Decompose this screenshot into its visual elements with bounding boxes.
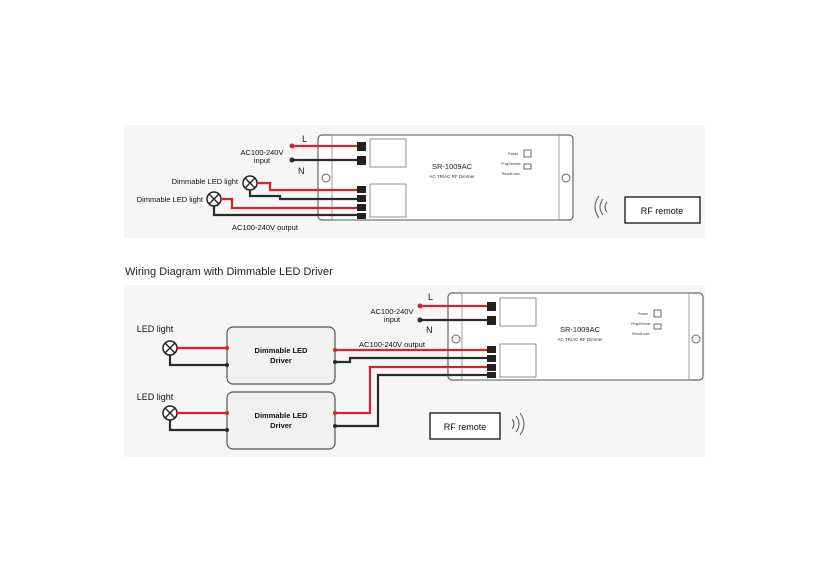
wire-2-N-end <box>417 317 423 323</box>
dimmer-1-terminal-out1 <box>357 186 366 193</box>
dimmer-1-terminal-N <box>357 156 366 165</box>
rf-remote-2-box <box>429 412 501 440</box>
label-1-ac-input-2: input <box>254 156 271 165</box>
rf-signal-1-icon <box>594 195 608 219</box>
dimmer-1-terminal-out2 <box>357 195 366 202</box>
dimmer-2-input-block <box>499 297 537 327</box>
led-driver-1-line2: Driver <box>270 356 292 365</box>
dimmer-2-subtitle: AC TRIAC RF Dimmer <box>557 337 603 342</box>
dimmer-2-terminal-out3 <box>487 364 496 371</box>
label-2-lamp1: LED light <box>137 324 174 334</box>
dimmer-2-btn1-label: Prog/Dimmer <box>631 322 651 326</box>
dimmer-1-mount-hole-left <box>321 173 331 183</box>
rf-remote-1-box <box>624 196 701 224</box>
wire-1-out2 <box>248 190 357 201</box>
dimmer-1-terminal-out3 <box>357 204 366 211</box>
lamp-1-2 <box>206 191 222 207</box>
label-2-lamp2: LED light <box>137 392 174 402</box>
dimmer-2-button <box>653 323 662 330</box>
label-1-lamp1: Dimmable LED light <box>172 177 239 186</box>
label-2-ac-output: AC100-240V output <box>359 340 426 349</box>
label-1-lamp2: Dimmable LED light <box>137 195 204 204</box>
dimmer-1-terminal-L <box>357 142 366 151</box>
label-1-L: L <box>302 134 307 144</box>
bulb-cross <box>164 342 176 354</box>
wire-1-L-end <box>289 143 295 149</box>
dimmer-2-terminal-out4 <box>487 372 496 378</box>
dimmer-2-terminal-L <box>487 302 496 311</box>
dimmer-1-btn2-label: Reset/Learn <box>502 172 520 176</box>
dimmer-1-button <box>523 163 532 170</box>
led-light-2-2 <box>162 405 178 421</box>
rf-remote-1-label: RF remote <box>641 206 684 216</box>
wire-2-out4-dot <box>333 424 337 428</box>
wire-2-lamp2-blk <box>168 420 227 432</box>
led-driver-1-box <box>226 326 336 385</box>
wire-1-out3 <box>221 197 357 210</box>
dimmer-1-input-block <box>369 138 407 168</box>
dimmer-1-mount-hole-right <box>561 173 571 183</box>
dimmer-1: SR-1009AC AC TRIAC RF Dimmer Power Prog/… <box>317 134 574 221</box>
led-driver-1-line1: Dimmable LED <box>255 346 309 355</box>
bulb-cross <box>244 177 256 189</box>
dimmer-2: SR-1009AC AC TRIAC RF Dimmer Power Prog/… <box>447 292 704 381</box>
wire-1-out4 <box>212 206 357 217</box>
wire-2-L-end <box>417 303 423 309</box>
wire-2-out4 <box>335 373 487 428</box>
dimmer-1-btn1-label: Prog/Dimmer <box>501 162 521 166</box>
wire-2-lamp1-red-dot <box>225 346 229 350</box>
led-driver-2-line2: Driver <box>270 421 292 430</box>
wire-2-lamp1-blk <box>168 355 227 367</box>
dimmer-2-mount-hole-left <box>451 334 461 344</box>
wire-2-lamp2-blk-dot <box>225 428 229 432</box>
wire-1-N-end <box>289 157 295 163</box>
section-2-title: Wiring Diagram with Dimmable LED Driver <box>125 266 333 278</box>
dimmer-1-inner <box>331 134 560 221</box>
label-1-N: N <box>298 166 305 176</box>
label-2-ac-input-2: input <box>384 315 401 324</box>
rf-remote-2-label: RF remote <box>444 422 487 432</box>
dimmer-2-power-label: Power <box>638 312 649 316</box>
dimmer-1-output-block <box>369 183 407 218</box>
dimmer-1-power-led <box>523 149 532 158</box>
label-2-N: N <box>426 325 433 335</box>
wire-2-lamp2-red-dot <box>225 411 229 415</box>
led-driver-2-line1: Dimmable LED <box>255 411 309 420</box>
bulb-cross <box>164 407 176 419</box>
dimmer-2-inner <box>461 292 690 381</box>
label-1-ac-input-1: AC100-240V <box>241 148 284 157</box>
wire-2-out3-dot <box>333 411 337 415</box>
wire-2-out2 <box>335 356 487 364</box>
dimmer-2-power-led <box>653 309 662 318</box>
lamp-1-1 <box>242 175 258 191</box>
dimmer-2-btn2-label: Reset/Learn <box>632 332 650 336</box>
bulb-cross <box>208 193 220 205</box>
dimmer-2-terminal-out2 <box>487 355 496 362</box>
dimmer-2-mount-hole-right <box>691 334 701 344</box>
dimmer-2-output-block <box>499 343 537 378</box>
wire-2-out2-dot <box>333 360 337 364</box>
wire-2-out1-dot <box>333 348 337 352</box>
label-2-ac-input-1: AC100-240V <box>371 307 414 316</box>
wire-1-out1 <box>257 181 357 192</box>
label-1-ac-output: AC100-240V output <box>232 223 299 232</box>
wire-2-lamp1-blk-dot <box>225 363 229 367</box>
label-2-L: L <box>428 292 433 302</box>
dimmer-2-terminal-N <box>487 316 496 325</box>
rf-signal-2-icon <box>511 412 525 436</box>
dimmer-2-model: SR-1009AC <box>560 325 601 334</box>
led-driver-2-box <box>226 391 336 450</box>
dimmer-1-power-label: Power <box>508 152 519 156</box>
dimmer-1-terminal-out4 <box>357 213 366 219</box>
led-light-2-1 <box>162 340 178 356</box>
dimmer-2-terminal-out1 <box>487 346 496 353</box>
dimmer-1-subtitle: AC TRIAC RF Dimmer <box>429 174 475 179</box>
dimmer-1-model: SR-1009AC <box>432 162 473 171</box>
wire-2-out3 <box>335 365 487 415</box>
